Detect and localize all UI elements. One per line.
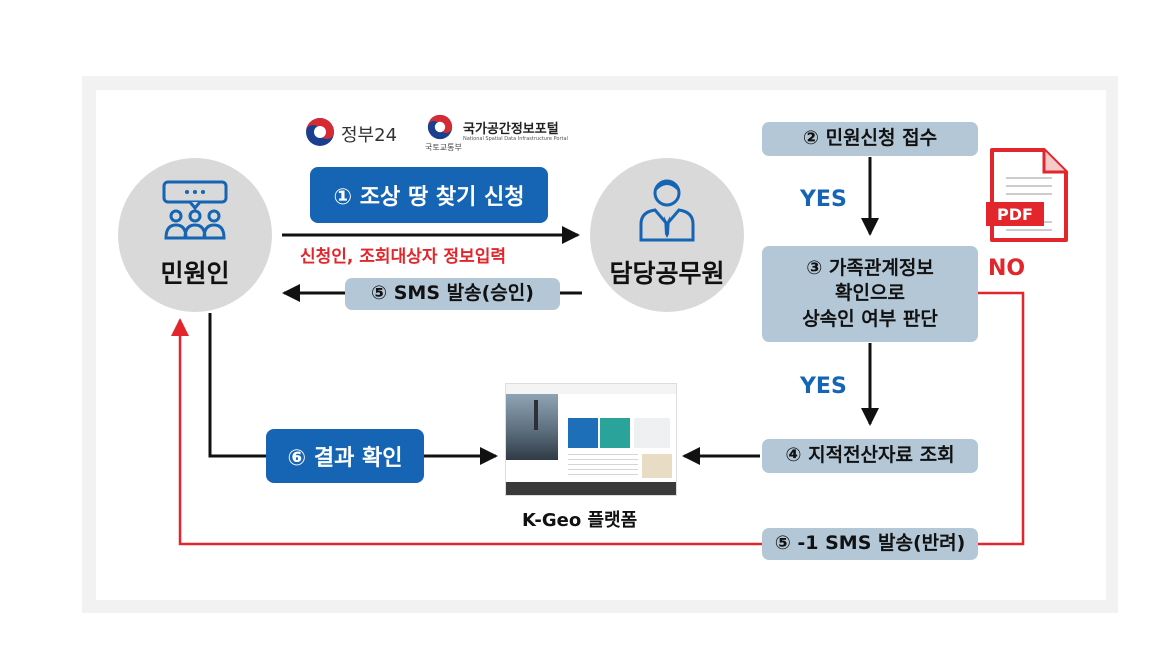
step2-receipt: ② 민원신청 접수 xyxy=(762,122,978,156)
ministry-text: 국토교통부 xyxy=(425,143,462,152)
thumb-tile-blue xyxy=(568,418,598,448)
pdf-file-icon: PDF xyxy=(986,148,1070,244)
thumb-nav-bar xyxy=(506,384,676,394)
step4-cadastral-query: ④ 지적전산자료 조회 xyxy=(762,439,978,473)
nsdi-subtitle: National Spatial Data Infrastructure Por… xyxy=(463,136,568,142)
step1-note: 신청인, 조회대상자 정보입력 xyxy=(300,247,506,267)
kgeo-platform-screenshot xyxy=(505,383,677,496)
step3-line3: 상속인 여부 판단 xyxy=(802,307,938,330)
officer-node: 담당공무원 xyxy=(590,158,744,312)
people-chat-icon xyxy=(162,180,228,240)
step3-family-check: ③ 가족관계정보 확인으로 상속인 여부 판단 xyxy=(762,246,978,342)
step5-1-sms-rejection: ⑤ -1 SMS 발송(반려) xyxy=(762,528,978,560)
step6-result-check: ⑥ 결과 확인 xyxy=(266,429,424,483)
thumb-city-image xyxy=(506,394,558,460)
applicant-node: 민원인 xyxy=(118,158,272,312)
kgeo-platform-label: K-Geo 플랫폼 xyxy=(522,510,638,531)
gov24-text: 정부24 xyxy=(341,125,398,146)
yes-label-2: YES xyxy=(800,374,847,399)
document-icon xyxy=(990,148,1068,242)
no-label: NO xyxy=(988,256,1026,281)
pdf-badge: PDF xyxy=(986,202,1044,226)
thumb-tile-teal xyxy=(600,418,630,448)
thumb-list-lines xyxy=(568,454,638,478)
nsdi-logo: 국토교통부 국가공간정보포털 National Spatial Data Inf… xyxy=(425,112,575,154)
return-path-red xyxy=(171,318,762,546)
thumb-map-tile xyxy=(642,454,672,478)
line-applicant-to-result xyxy=(208,313,266,458)
thumb-footer xyxy=(506,482,676,495)
taegeuk-icon xyxy=(427,114,453,140)
gov24-logo: 정부24 xyxy=(305,117,415,147)
step5-sms-approval: ⑤ SMS 발송(승인) xyxy=(345,278,560,310)
no-path-red xyxy=(978,291,1025,546)
thumb-tower xyxy=(534,400,538,430)
step3-line1: ③ 가족관계정보 xyxy=(806,256,934,279)
yes-label-1: YES xyxy=(800,187,847,212)
step3-line2: 확인으로 xyxy=(835,282,905,305)
officer-icon xyxy=(639,179,695,242)
officer-label: 담당공무원 xyxy=(609,259,725,288)
diagram-panel xyxy=(96,90,1106,600)
step1-apply-button: ① 조상 땅 찾기 신청 xyxy=(310,167,548,223)
thumb-panel-right xyxy=(634,418,670,448)
nsdi-title: 국가공간정보포털 xyxy=(463,122,559,137)
taegeuk-icon xyxy=(306,118,334,146)
applicant-label: 민원인 xyxy=(160,259,230,288)
